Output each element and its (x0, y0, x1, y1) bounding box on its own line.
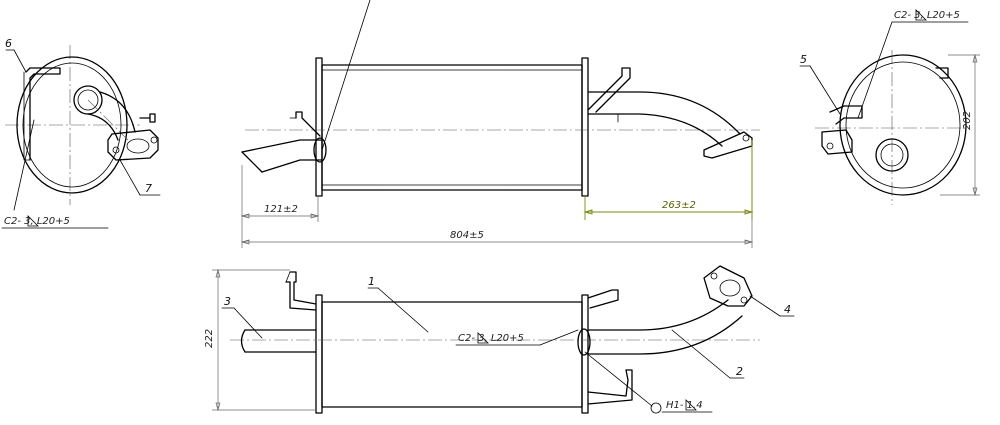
top-view: 222 (204, 265, 760, 414)
part-label-3: 3 (224, 295, 231, 308)
part-label-4: 4 (784, 303, 791, 316)
dim-height-top-view: 222 (204, 329, 215, 348)
dim-inlet-offset: 121±2 (264, 204, 298, 215)
leaders: 6 7 C2- 3, L20+5 C2- 3, L20+5 5 1 3 C2- … (1, 9, 969, 414)
weld-note-top: C2- 3, L20+5 (458, 333, 524, 344)
weld-note-right: C2- 3, L20+5 (894, 10, 960, 21)
right-end-view: 202 (815, 50, 980, 205)
dim-height-end-view: 202 (962, 111, 973, 130)
dim-outlet-offset: 263±2 (662, 200, 696, 211)
part-label-1: 1 (368, 275, 375, 288)
part-label-7: 7 (145, 182, 152, 195)
side-view-dimensions: 121±2 804±5 263±2 (240, 140, 754, 248)
part-label-2: 2 (736, 365, 743, 378)
left-end-view (5, 45, 159, 205)
side-view (241, 0, 760, 197)
part-label-5: 5 (800, 53, 807, 66)
weld-note-left: C2- 3, L20+5 (4, 216, 70, 227)
part-label-6: 6 (5, 37, 12, 50)
dim-overall-length: 804±5 (450, 230, 484, 241)
weld-note-h1: H1- 1.4 (666, 400, 703, 411)
